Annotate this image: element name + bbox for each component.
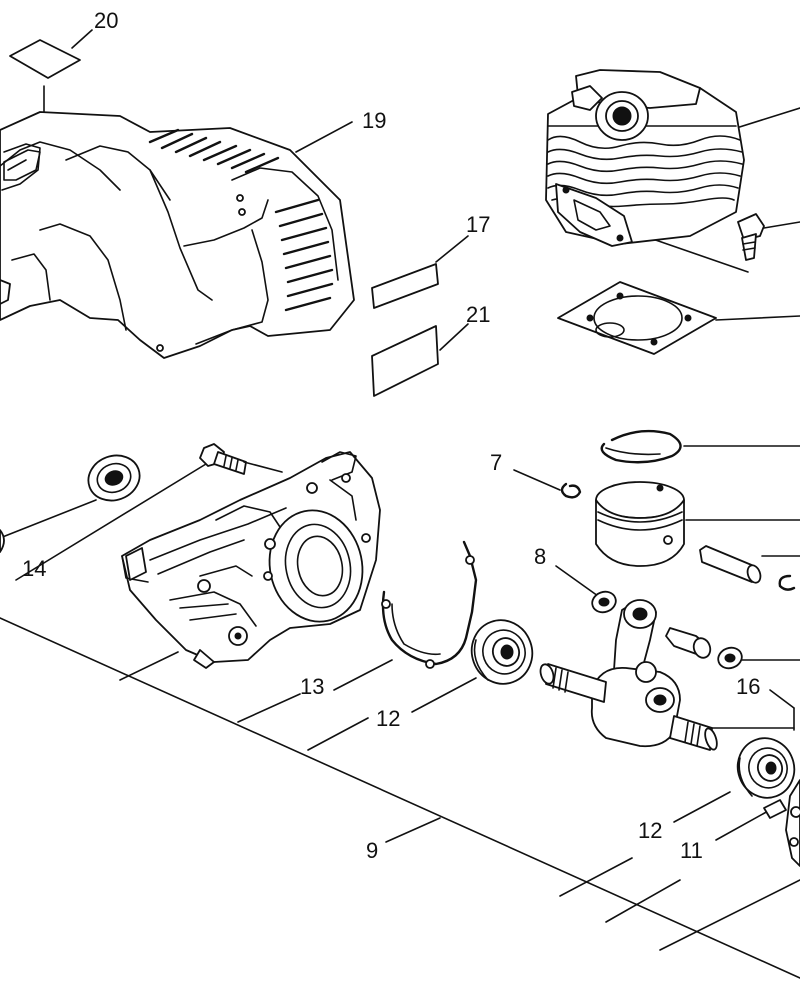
leader-11-base <box>605 879 681 923</box>
callout-20: 20 <box>94 8 118 33</box>
pin-clip <box>778 574 796 591</box>
callout-16: 16 <box>736 674 760 699</box>
oil-seal-left <box>87 454 141 502</box>
leader-12b-base <box>559 857 633 897</box>
leader-12b <box>673 791 731 823</box>
crankshaft <box>539 599 718 751</box>
piston-ring <box>600 429 682 464</box>
leader-8 <box>555 565 599 597</box>
circlip-7 <box>560 482 582 499</box>
leader-17 <box>435 235 469 263</box>
leader-12a <box>411 677 477 713</box>
callout-8: 8 <box>534 544 546 569</box>
callout-12-a: 12 <box>376 706 400 731</box>
callout-9: 9 <box>366 838 378 863</box>
leader-gasket <box>715 315 800 321</box>
bearing-12a <box>470 619 534 685</box>
washer-8 <box>591 590 617 614</box>
leader-bolt-b <box>643 235 749 273</box>
leader-7 <box>513 469 561 491</box>
engine-cover-19 <box>0 111 355 359</box>
leader-21 <box>439 323 469 351</box>
bearing-12b <box>736 737 796 799</box>
leader-13b <box>333 659 393 691</box>
piston <box>595 481 685 567</box>
leader-right-base <box>659 879 800 951</box>
crankcase-right-partial <box>785 779 800 867</box>
crankcase <box>121 451 381 669</box>
cylinder-bolt <box>737 213 765 261</box>
callout-17: 17 <box>466 212 490 237</box>
crankcase-bolt <box>199 443 283 475</box>
dowel-pin-11 <box>763 799 787 819</box>
needle-bearing <box>665 627 712 659</box>
cylinder-gasket <box>557 281 717 355</box>
callout-13: 13 <box>300 674 324 699</box>
washer-right <box>717 646 743 670</box>
callout-12-b: 12 <box>638 818 662 843</box>
leader-bolt <box>763 221 800 229</box>
leader-14b <box>15 463 207 581</box>
leader-14a <box>0 499 97 539</box>
callout-21: 21 <box>466 302 490 327</box>
leader-20 <box>71 29 93 49</box>
callout-11: 11 <box>680 838 703 863</box>
leader-cylinder <box>729 107 800 131</box>
seal-edge-left <box>0 279 11 553</box>
decal-20 <box>9 39 81 79</box>
crankcase-gasket-13 <box>381 540 478 669</box>
baseline-9 <box>0 617 800 979</box>
leader-19 <box>295 121 353 153</box>
callout-14: 14 <box>22 556 46 581</box>
callout-19: 19 <box>362 108 386 133</box>
leader-13 <box>237 693 301 723</box>
leader-lines <box>0 29 800 979</box>
piston-pin <box>699 545 762 584</box>
leader-11 <box>715 809 771 841</box>
leader-body <box>119 651 179 681</box>
callout-7: 7 <box>490 450 502 475</box>
decal-21 <box>371 325 439 397</box>
cylinder <box>545 69 745 247</box>
decal-17 <box>371 263 439 309</box>
leader-12a-base <box>307 717 369 751</box>
leader-9 <box>385 817 441 843</box>
leader-16a <box>769 689 795 709</box>
callout-labels: 20 19 17 21 7 14 8 13 12 16 12 11 9 <box>22 8 760 863</box>
